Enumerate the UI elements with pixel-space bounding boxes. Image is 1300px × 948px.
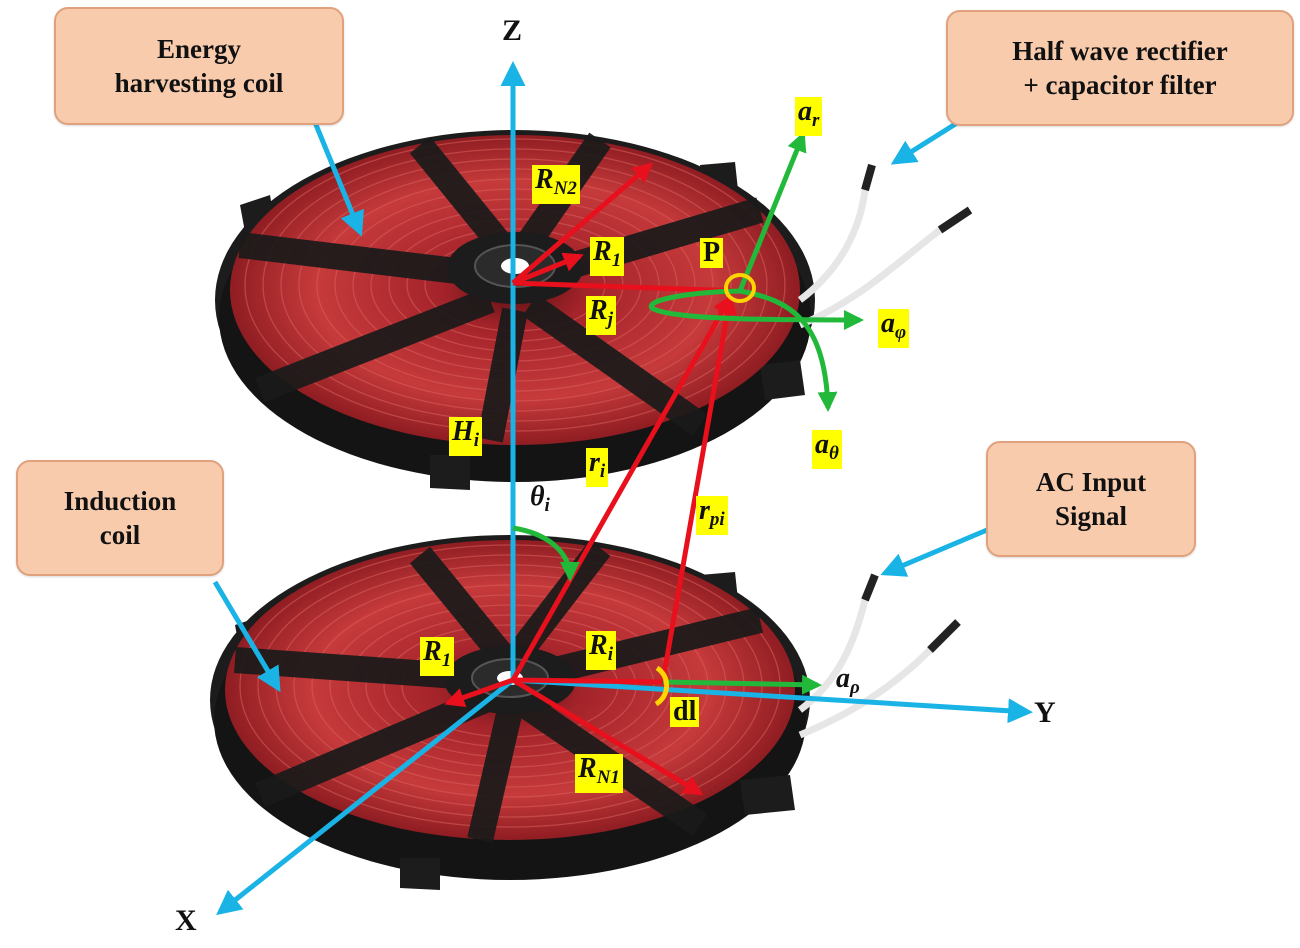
induction-coil xyxy=(210,535,961,890)
hi-label: Hi xyxy=(449,417,483,456)
r1-top-vector xyxy=(512,252,584,286)
ri-bottom-label: Ri xyxy=(586,631,616,670)
aphi-vector xyxy=(648,288,864,330)
rectifier-pointer xyxy=(890,115,967,165)
induction-coil-pointer xyxy=(212,580,281,693)
thetai-arc xyxy=(512,525,580,582)
thetai-label: θi xyxy=(530,481,550,517)
y-axis xyxy=(512,677,1033,724)
p-label: P xyxy=(700,238,724,268)
z-axis-label: Z xyxy=(502,14,523,47)
point-p-marker xyxy=(724,273,756,303)
ri-vector xyxy=(510,294,733,682)
callout-line: Energy xyxy=(157,34,241,64)
arho-vector xyxy=(662,674,822,695)
dl-marker xyxy=(654,665,670,707)
x-axis-label: X xyxy=(175,904,197,937)
ri-vector-label: ri xyxy=(586,448,609,487)
callout-line: Signal xyxy=(1054,501,1128,531)
rpi-vector xyxy=(660,294,738,681)
r1-bottom-vector xyxy=(444,677,514,708)
ar-label: ar xyxy=(795,97,823,136)
ac-input-pointer xyxy=(880,527,988,577)
rn1-label: RN1 xyxy=(575,754,623,793)
callout-line: Half wave rectifier xyxy=(1012,36,1228,66)
callout-line: + capacitor filter xyxy=(1023,70,1217,100)
ac-input-callout: AC Input Signal xyxy=(986,441,1196,557)
r1-top-label: R1 xyxy=(590,237,625,276)
arho-label: aρ xyxy=(836,663,860,699)
ar-vector xyxy=(737,131,807,292)
callout-line: coil xyxy=(99,520,141,550)
y-axis-label: Y xyxy=(1034,696,1056,729)
rn2-label: RN2 xyxy=(532,165,580,204)
rj-label: Rj xyxy=(586,296,616,335)
callout-line: harvesting coil xyxy=(114,68,284,98)
rn2-vector xyxy=(511,162,654,285)
energy-coil-pointer xyxy=(309,114,364,237)
energy-harvesting-coil-callout: Energy harvesting coil xyxy=(54,7,344,125)
x-axis xyxy=(216,678,515,916)
rpi-label: rpi xyxy=(696,496,728,535)
axes xyxy=(216,61,1033,916)
ri-bottom-vector xyxy=(512,677,664,685)
atheta-vector xyxy=(739,288,838,412)
induction-coil-callout: Induction coil xyxy=(16,460,224,576)
atheta-label: aθ xyxy=(812,430,842,469)
rectifier-callout: Half wave rectifier + capacitor filter xyxy=(946,10,1294,126)
rj-vector xyxy=(512,280,741,294)
dl-label: dl xyxy=(670,697,700,727)
callout-line: AC Input xyxy=(1035,467,1147,497)
r1-bottom-label: R1 xyxy=(420,637,455,676)
aphi-label: aφ xyxy=(878,309,910,348)
callout-line: Induction xyxy=(63,486,177,516)
rn1-vector xyxy=(511,677,704,796)
